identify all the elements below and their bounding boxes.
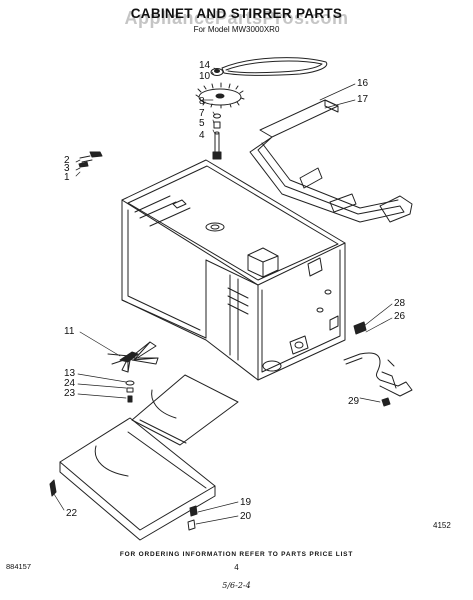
callout-23: 23 [64, 388, 76, 399]
stirrer-shaft-stack [213, 114, 221, 159]
stirrer-shield [132, 375, 238, 445]
callout-8: 8 [199, 96, 205, 107]
cabinet-screws [79, 152, 102, 167]
handwritten-note: 5/6-2-4 [222, 581, 251, 590]
stirrer-belt [222, 58, 327, 76]
page-number: 4 [234, 563, 239, 572]
callout-leaders [54, 68, 392, 524]
callout-13: 13 [64, 368, 76, 379]
callout-14: 14 [199, 60, 211, 71]
ordering-note: FOR ORDERING INFORMATION REFER TO PARTS … [119, 551, 354, 558]
oven-cabinet [122, 160, 345, 380]
callout-16: 16 [357, 78, 369, 89]
power-cord-and-fittings [344, 322, 412, 406]
callout-1: 1 [64, 172, 70, 183]
callout-19: 19 [240, 497, 252, 508]
stirrer-hub [126, 381, 134, 402]
callout-24: 24 [64, 378, 76, 389]
model-line: For Model MW3000XR0 [193, 25, 280, 34]
callout-28: 28 [394, 298, 406, 309]
callout-10: 10 [199, 71, 211, 82]
diagram-title: CABINET AND STIRRER PARTS [130, 6, 343, 21]
figure-number: 4152 [433, 521, 451, 530]
stirrer-gear [196, 83, 244, 108]
stirrer-blade [108, 342, 158, 372]
callout-4: 4 [199, 130, 205, 141]
air-duct [250, 100, 412, 222]
stirrer-pulley [211, 69, 223, 76]
callout-7: 7 [199, 108, 205, 119]
callout-22: 22 [66, 508, 78, 519]
callout-20: 20 [240, 511, 252, 522]
base-plate [50, 418, 215, 540]
callout-5: 5 [199, 118, 205, 129]
callout-29: 29 [348, 396, 360, 407]
watermark: AppliancePartsPros.com [124, 8, 349, 28]
callout-11: 11 [64, 326, 75, 337]
callout-2: 2 [64, 155, 70, 166]
callout-26: 26 [394, 311, 406, 322]
callout-17: 17 [357, 94, 369, 105]
callout-3: 3 [64, 163, 70, 174]
document-number: 884157 [6, 562, 32, 571]
